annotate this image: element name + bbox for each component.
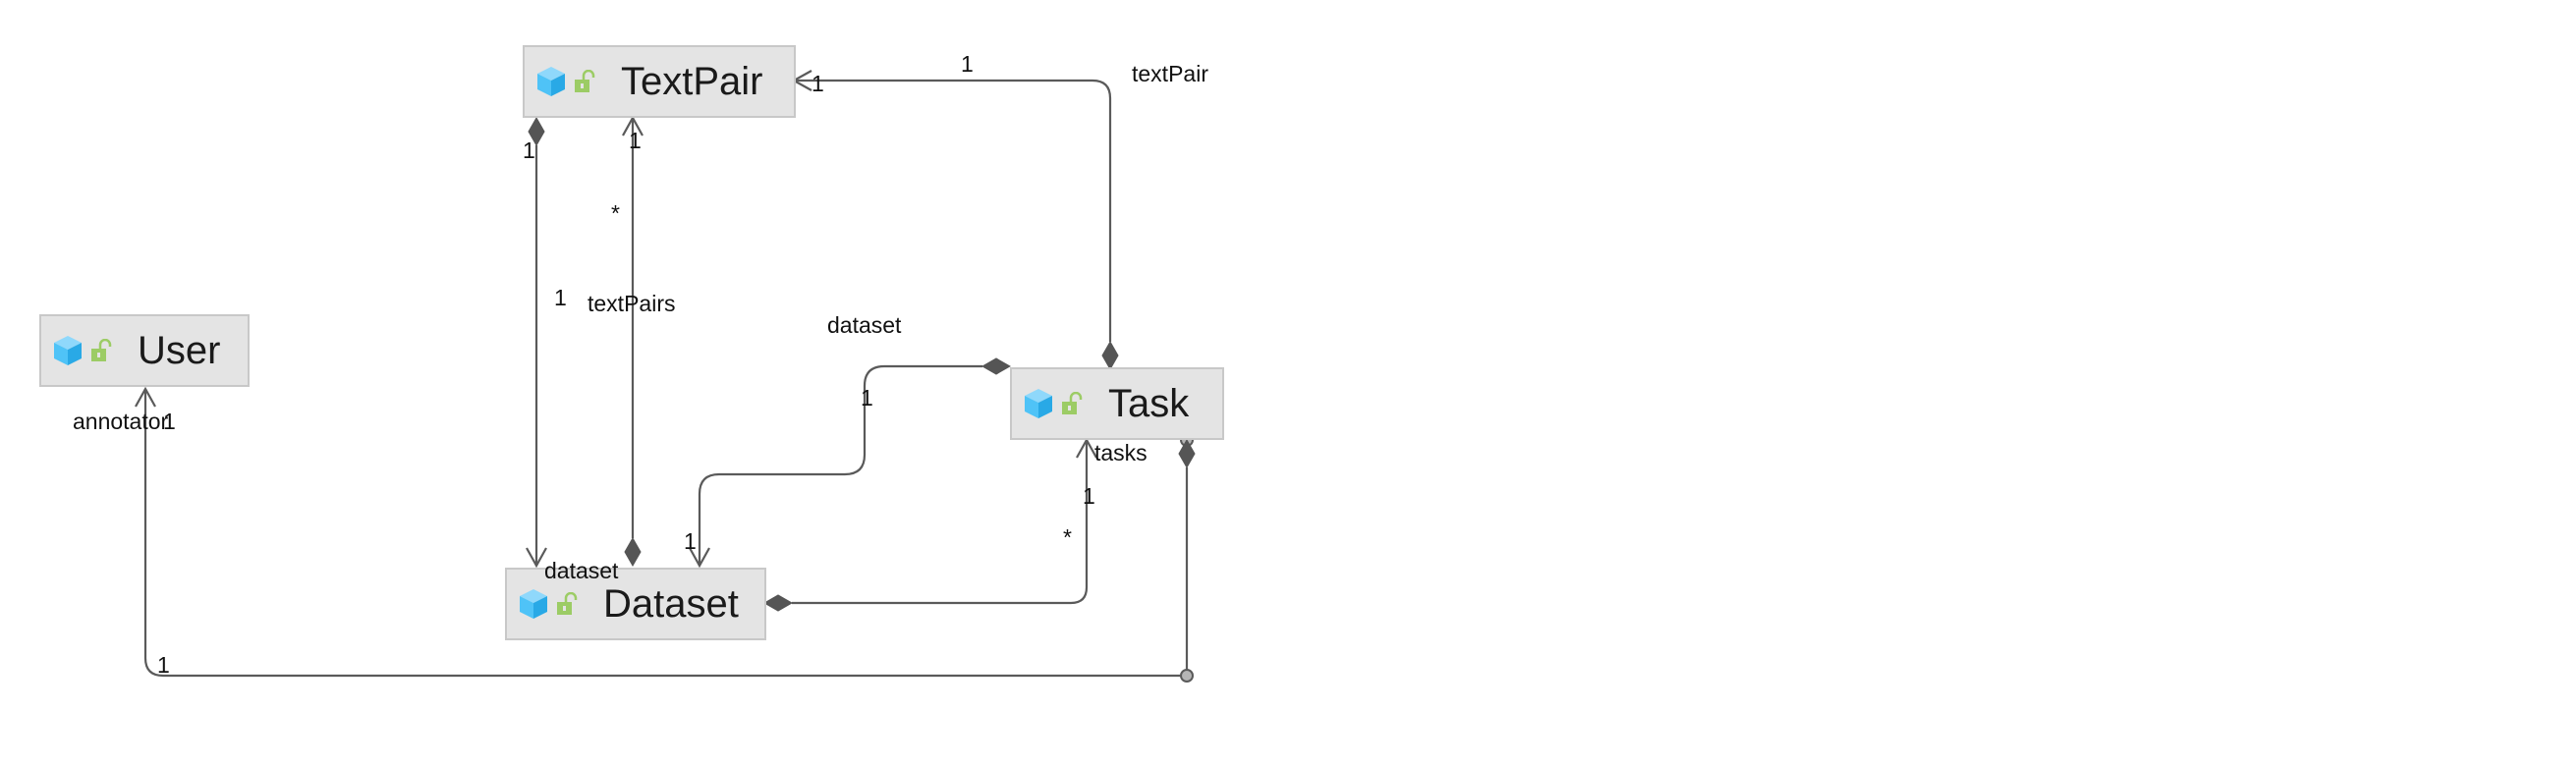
arrowhead-dataset-left (526, 547, 547, 569)
multiplicity-label: 1 (523, 137, 535, 163)
edge-task-dataset[interactable] (698, 364, 982, 566)
multiplicity-label: 1 (629, 128, 642, 153)
class-node-textpair[interactable]: TextPair (523, 45, 796, 118)
class-name: Dataset (603, 581, 739, 626)
role-label: textPairs (588, 291, 676, 316)
cube-icon (1025, 389, 1052, 418)
composition-diamond-dataset-right (762, 594, 794, 612)
composition-diamond-task-top (1101, 340, 1119, 371)
multiplicity-label: 1 (554, 285, 567, 310)
class-node-task[interactable]: Task (1010, 367, 1224, 440)
cube-icon (537, 67, 565, 96)
composition-diamond-task-bottom (1178, 438, 1196, 469)
arrowhead-task-bottom (1076, 437, 1097, 459)
multiplicity-label: * (611, 200, 620, 226)
composition-diamond-dataset-top (624, 536, 642, 568)
role-label: tasks (1094, 440, 1148, 465)
role-label: dataset (827, 312, 902, 338)
unlock-icon (575, 70, 595, 92)
multiplicity-label: 1 (163, 409, 176, 434)
arrowhead-textpair-bottom (622, 115, 644, 137)
composition-diamond-task-left (980, 357, 1012, 375)
arrowhead-dataset-right (689, 547, 710, 569)
multiplicity-label: 1 (861, 385, 873, 410)
multiplicity-label: 1 (961, 51, 974, 77)
multiplicity-label: 1 (684, 528, 697, 554)
role-label: dataset (544, 558, 619, 583)
unlock-icon (1062, 392, 1083, 414)
composition-diamond-textpair (528, 116, 545, 147)
class-node-dataset[interactable]: Dataset (505, 568, 766, 640)
multiplicity-label: 1 (1083, 483, 1095, 509)
unlock-icon (91, 339, 112, 361)
multiplicity-label: 1 (812, 71, 824, 96)
class-node-user[interactable]: User (39, 314, 250, 387)
edge-task-user[interactable] (143, 389, 1189, 678)
cube-icon (54, 336, 82, 365)
class-name: TextPair (621, 59, 763, 103)
arrowhead-user (135, 386, 156, 408)
edge-dataset-tasks[interactable] (792, 440, 1089, 605)
multiplicity-label: * (1063, 524, 1072, 550)
multiplicity-label: 1 (157, 652, 170, 678)
edge-bend-circle (1180, 669, 1194, 683)
unlock-icon (557, 592, 578, 615)
class-name: Task (1108, 381, 1190, 425)
class-name: User (138, 328, 221, 372)
edge-task-textpair[interactable] (794, 79, 1112, 342)
role-label: annotator (73, 409, 169, 434)
role-label: textPair (1132, 61, 1208, 86)
cube-icon (520, 589, 547, 619)
